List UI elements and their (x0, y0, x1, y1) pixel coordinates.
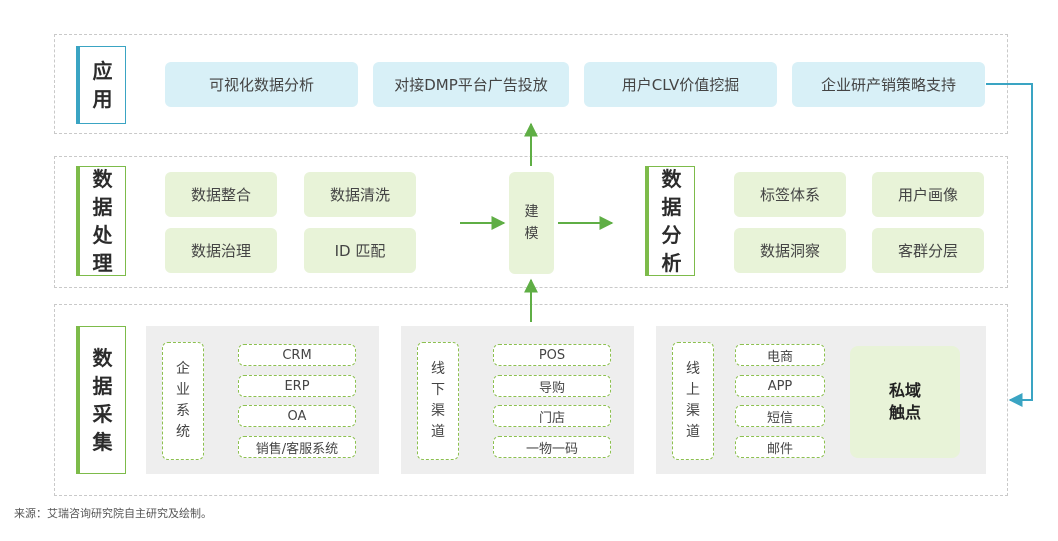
private-touchpoint-box: 私域触点 (850, 346, 960, 458)
offline-channels-label: 线下渠道 (417, 342, 459, 460)
process-item-governance: 数据治理 (165, 228, 277, 273)
process-item-cleansing: 数据清洗 (304, 172, 416, 217)
app-item-strategy: 企业研产销策略支持 (792, 62, 985, 107)
source-note: 来源：艾瑞咨询研究院自主研究及绘制。 (14, 507, 212, 520)
analysis-item-user-portrait: 用户画像 (872, 172, 984, 217)
analysis-item-insight: 数据洞察 (734, 228, 846, 273)
source-pos: POS (493, 344, 611, 366)
source-sales-service: 销售/客服系统 (238, 436, 356, 458)
source-oa: OA (238, 405, 356, 427)
app-item-clv: 用户CLV价值挖掘 (584, 62, 777, 107)
enterprise-systems-label: 企业系统 (162, 342, 204, 460)
source-ecommerce: 电商 (735, 344, 825, 366)
app-item-dmp-ads: 对接DMP平台广告投放 (373, 62, 569, 107)
app-item-visualization: 可视化数据分析 (165, 62, 358, 107)
process-item-id-matching: ID 匹配 (304, 228, 416, 273)
source-store: 门店 (493, 405, 611, 427)
source-sms: 短信 (735, 405, 825, 427)
source-erp: ERP (238, 375, 356, 397)
arrow-strategy-to-private-touchpoint (986, 83, 1033, 407)
process-item-integration: 数据整合 (165, 172, 277, 217)
private-touchpoint-text: 私域触点 (888, 381, 921, 422)
application-label: 应用 (76, 46, 126, 124)
source-shopping-guide: 导购 (493, 375, 611, 397)
source-app: APP (735, 375, 825, 397)
source-crm: CRM (238, 344, 356, 366)
source-email: 邮件 (735, 436, 825, 458)
collection-label: 数据采集 (76, 326, 126, 474)
analysis-item-tag-system: 标签体系 (734, 172, 846, 217)
analysis-label: 数据分析 (645, 166, 695, 276)
modeling-box: 建模 (509, 172, 554, 274)
online-channels-label: 线上渠道 (672, 342, 714, 460)
analysis-item-segmentation: 客群分层 (872, 228, 984, 273)
source-one-item-one-code: 一物一码 (493, 436, 611, 458)
processing-label: 数据处理 (76, 166, 126, 276)
